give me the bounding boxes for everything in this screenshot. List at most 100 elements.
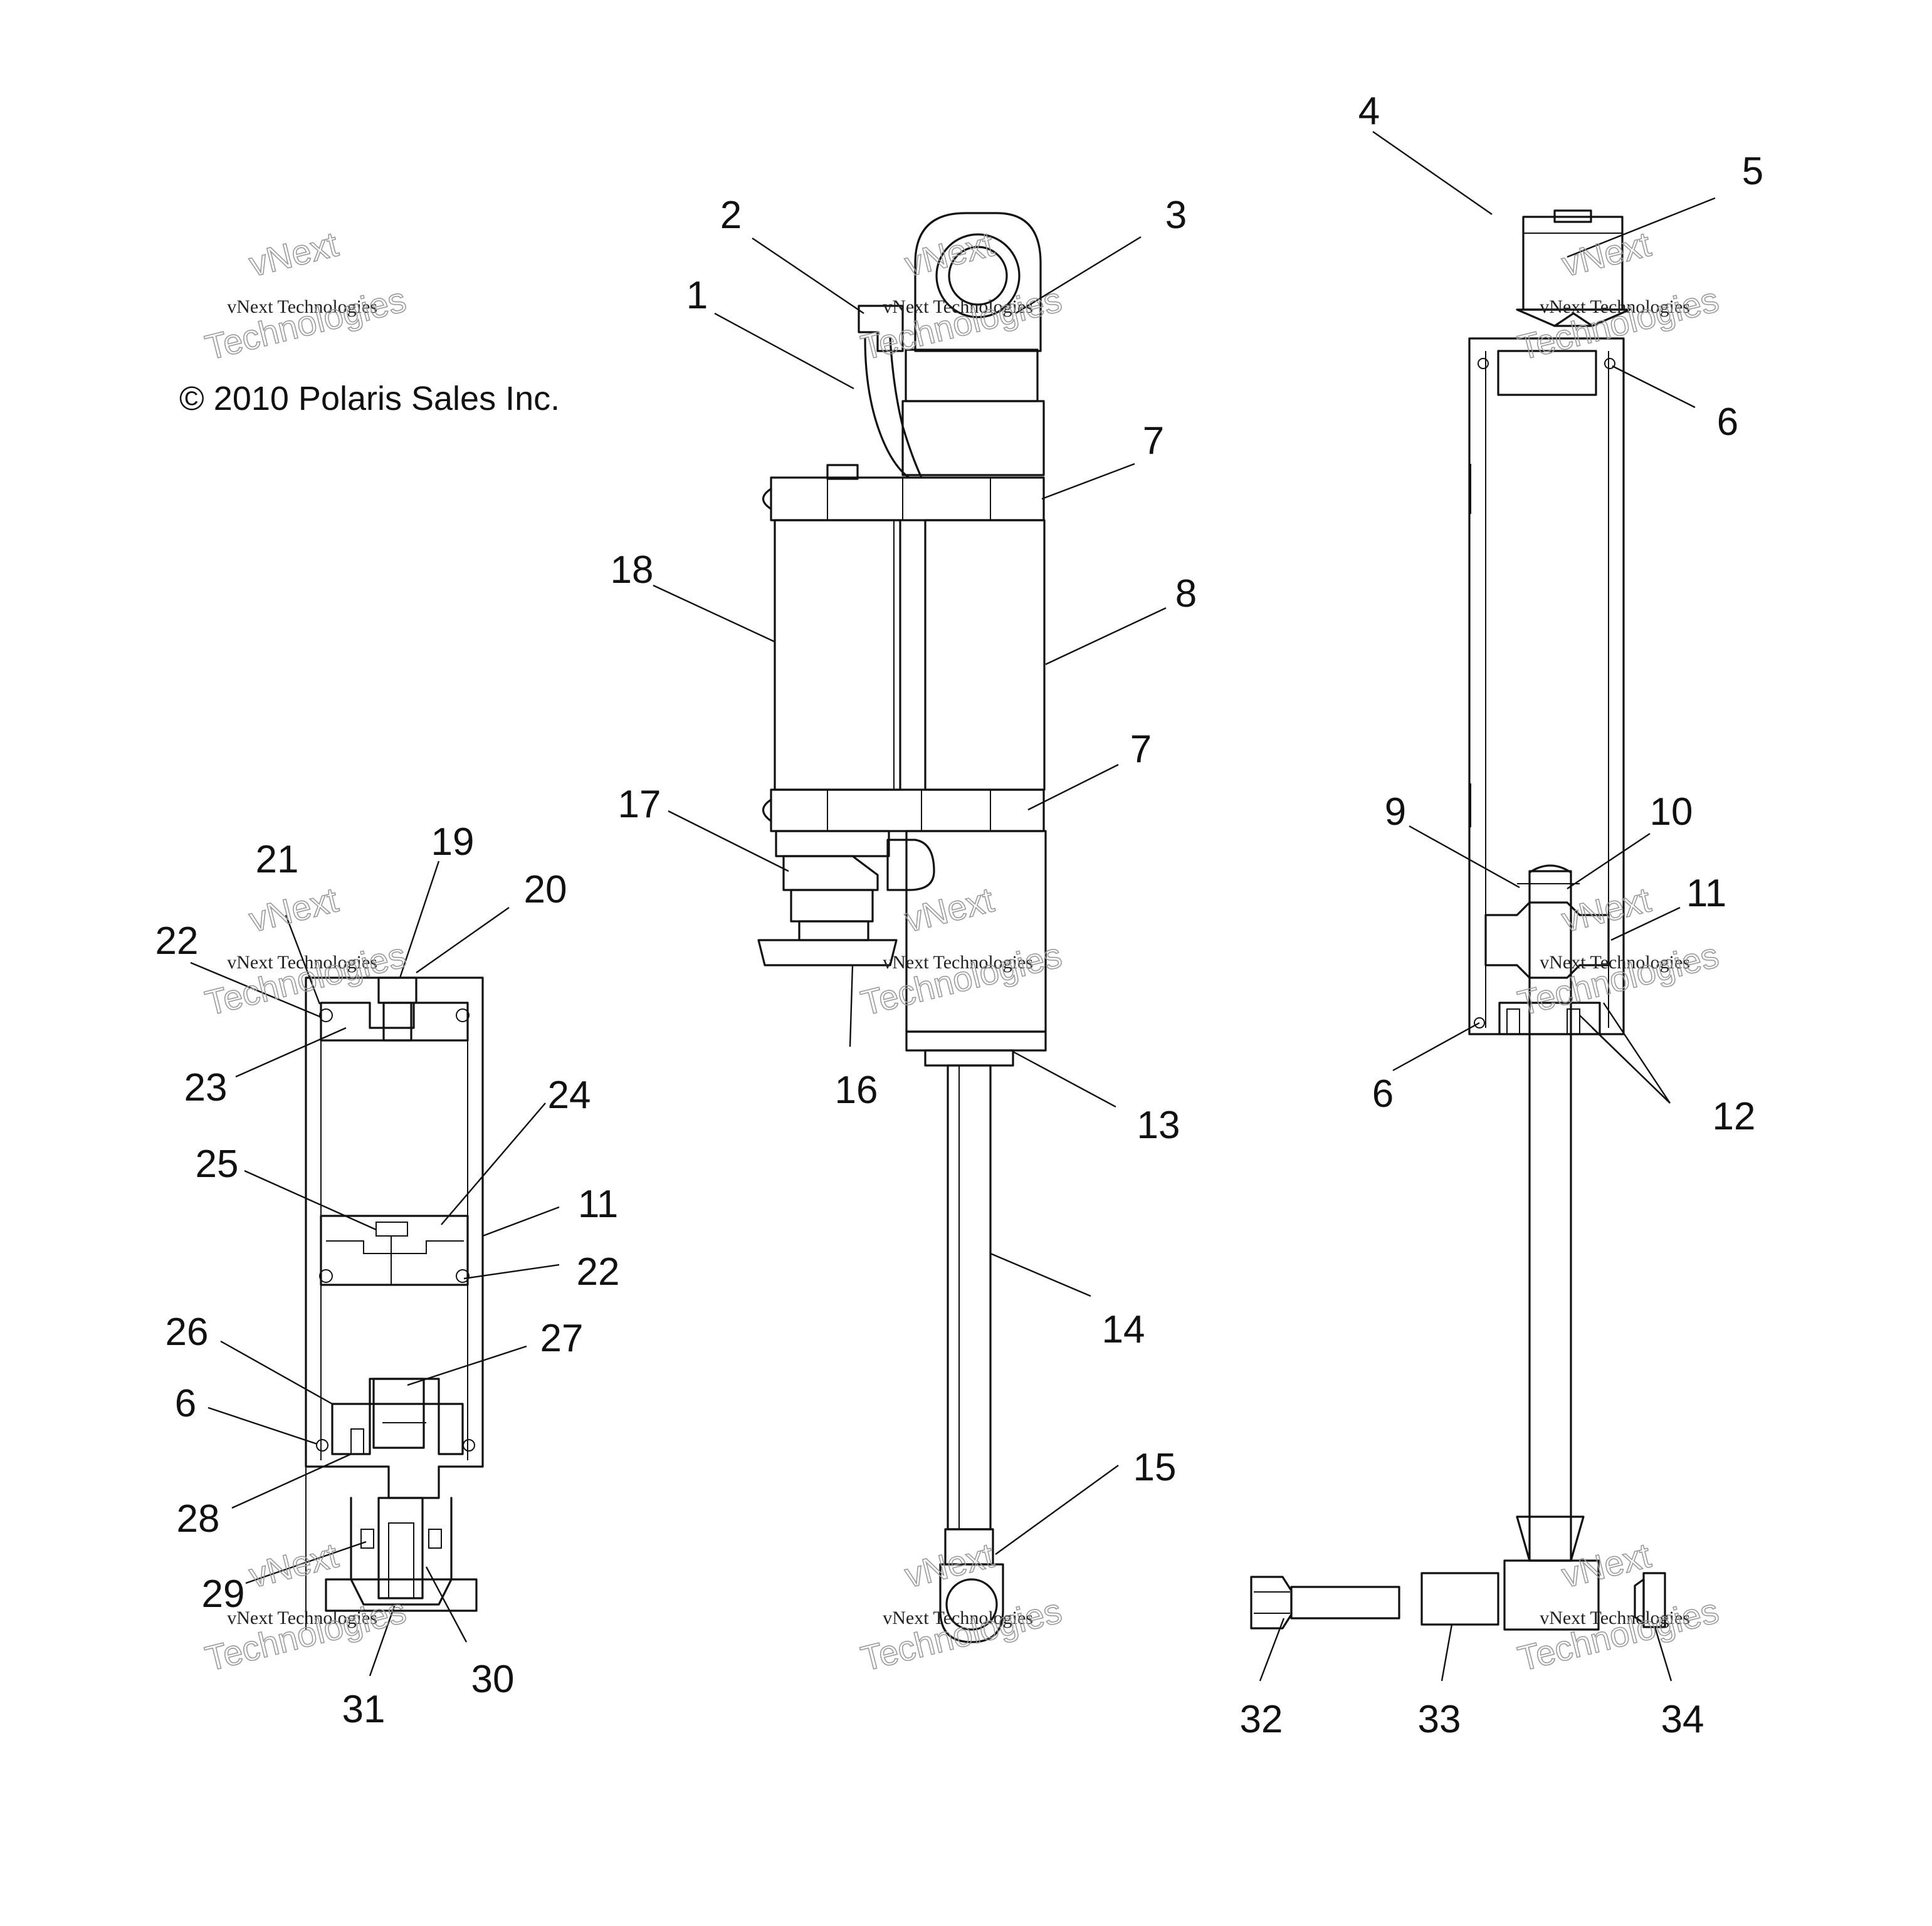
callout-16: 16: [835, 1069, 878, 1112]
right-cutaway-assembly: [1468, 209, 1631, 1631]
callout-9: 9: [1385, 790, 1406, 834]
callout-4: 4: [1358, 90, 1380, 133]
callout-27: 27: [540, 1317, 584, 1360]
svg-text:Technologies: Technologies: [201, 280, 409, 367]
watermark-1: vNext vNext Technologies Technologies: [201, 223, 410, 367]
main-body: [924, 519, 1046, 791]
callout-29: 29: [202, 1573, 245, 1616]
callout-23: 23: [184, 1066, 228, 1109]
callout-8: 8: [1175, 572, 1197, 615]
adjuster-knob: [757, 939, 898, 966]
top-cap: [905, 348, 1039, 402]
svg-text:vNext: vNext: [245, 1535, 342, 1595]
reservoir-cutaway-body: [305, 976, 484, 1499]
cutaway-top-cap: [1497, 350, 1597, 396]
callout-24: 24: [548, 1074, 591, 1117]
callout-20: 20: [524, 868, 567, 911]
svg-text:vNext: vNext: [1558, 1535, 1655, 1595]
svg-text:vNext Technologies: vNext Technologies: [1540, 1608, 1690, 1628]
callout-11b: 11: [578, 1183, 618, 1226]
callout-7: 7: [1143, 419, 1164, 463]
callout-13: 13: [1137, 1104, 1180, 1147]
callout-18: 18: [611, 548, 654, 592]
callout-19: 19: [431, 820, 475, 864]
seal-head: [1498, 1002, 1601, 1035]
callout-5: 5: [1742, 150, 1763, 193]
sleeve: [1420, 1572, 1499, 1626]
callout-14: 14: [1102, 1308, 1145, 1351]
schrader-valve: [377, 976, 417, 1004]
callout-6c: 6: [175, 1382, 196, 1425]
reservoir-top-collar: [770, 476, 1045, 521]
hose-fitting: [858, 305, 904, 352]
reservoir-body: [774, 519, 901, 791]
watermark-9: vNext vNext Technologies Technologies: [1513, 1534, 1723, 1678]
callout-numbers: 1 2 3 4 5 6 7 8 7 9 10 11 12 6 13 14 15 …: [155, 90, 1764, 1741]
callout-22: 22: [155, 919, 199, 963]
callout-3: 3: [1165, 194, 1187, 237]
svg-text:vNext: vNext: [245, 879, 342, 939]
callout-25: 25: [196, 1143, 239, 1186]
svg-text:Technologies: Technologies: [857, 935, 1065, 1023]
bolt-shank: [1290, 1586, 1400, 1620]
top-eyelet: [914, 212, 1042, 352]
left-reservoir-cutaway: [305, 976, 484, 1630]
svg-text:vNext Technologies: vNext Technologies: [883, 296, 1033, 317]
upper-body: [901, 400, 1045, 476]
top-eyelet-bushing: [935, 233, 1021, 318]
svg-text:vNext Technologies: vNext Technologies: [227, 296, 377, 317]
svg-text:vNext: vNext: [1558, 879, 1655, 939]
mounting-hardware: [1250, 1572, 1666, 1630]
svg-text:Technologies: Technologies: [857, 280, 1065, 367]
callout-11: 11: [1686, 872, 1726, 915]
bolt-head: [1250, 1576, 1293, 1630]
svg-text:vNext: vNext: [901, 879, 998, 939]
callout-10: 10: [1650, 790, 1693, 834]
callout-7b: 7: [1130, 728, 1152, 771]
floating-piston: [320, 1215, 469, 1286]
svg-text:vNext Technologies: vNext Technologies: [227, 952, 377, 973]
svg-text:vNext: vNext: [245, 224, 342, 284]
svg-text:Technologies: Technologies: [1514, 1591, 1722, 1678]
adjuster-stack: [350, 1497, 453, 1606]
lower-seal-ring: [905, 1030, 1047, 1052]
callout-6: 6: [1717, 400, 1738, 444]
svg-text:Technologies: Technologies: [857, 1591, 1065, 1678]
callout-30: 30: [471, 1658, 515, 1701]
end-cap: [320, 1002, 469, 1042]
callout-34: 34: [1661, 1698, 1704, 1741]
callout-22b: 22: [577, 1250, 620, 1294]
shaft: [947, 1064, 992, 1531]
svg-text:vNext Technologies: vNext Technologies: [1540, 296, 1690, 317]
leader-lines: [190, 131, 1716, 1682]
watermark-8: vNext vNext Technologies Technologies: [856, 1534, 1066, 1678]
reservoir-bottom-collar: [770, 788, 1045, 832]
callout-32: 32: [1240, 1698, 1283, 1741]
svg-text:vNext Technologies: vNext Technologies: [227, 1608, 377, 1628]
valve-body: [331, 1378, 464, 1455]
svg-text:vNext Technologies: vNext Technologies: [883, 952, 1033, 973]
callout-17: 17: [618, 783, 661, 826]
callout-28: 28: [177, 1497, 220, 1541]
svg-text:vNext Technologies: vNext Technologies: [883, 1608, 1033, 1628]
callout-2: 2: [720, 194, 742, 237]
callout-6b: 6: [1372, 1072, 1394, 1116]
compression-adjuster: [782, 855, 879, 891]
callout-12: 12: [1713, 1095, 1756, 1138]
svg-text:Technologies: Technologies: [1514, 935, 1722, 1023]
center-shock-assembly: [757, 212, 1047, 1643]
svg-text:vNext: vNext: [901, 1535, 998, 1595]
copyright-notice: © 2010 Polaris Sales Inc.: [179, 380, 560, 417]
cutaway-bottom-eyelet: [1503, 1559, 1600, 1631]
callout-15: 15: [1133, 1446, 1177, 1489]
callout-33: 33: [1418, 1698, 1461, 1741]
bumper: [924, 1049, 1014, 1067]
adjuster-elbow: [886, 839, 935, 891]
callout-31: 31: [342, 1688, 386, 1731]
watermark-3: vNext vNext Technologies Technologies: [1513, 223, 1723, 367]
callout-21: 21: [256, 838, 299, 881]
bottom-eyelet: [939, 1563, 1004, 1643]
svg-text:Technologies: Technologies: [1514, 280, 1722, 367]
callout-1: 1: [686, 274, 708, 317]
